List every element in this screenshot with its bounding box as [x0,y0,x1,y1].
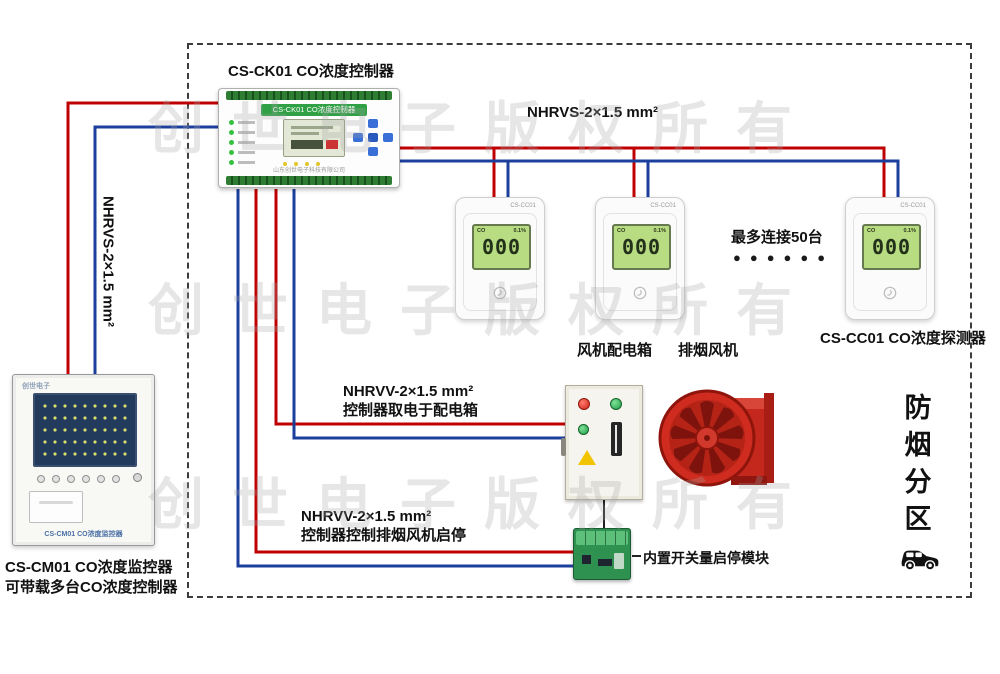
smoke-zone-label: 防烟分区 [904,393,932,534]
lcd-range-label: 0.1% [903,228,916,234]
brand-logo-icon [633,286,647,300]
module-chip [582,555,591,564]
detector-model-text: CS-CC01 [650,203,676,209]
monitor-caption-line1: CS-CM01 CO浓度监控器 [5,559,173,576]
power-cable-caption: NHRVV-2×1.5 mm² 控制器取电于配电箱 [343,382,478,420]
detector-model-text: CS-CC01 [510,203,536,209]
module-pad [614,553,624,569]
controller-lcd [283,119,345,157]
monitor-buttons [37,475,120,483]
control-cable-caption: NHRVV-2×1.5 mm² 控制器控制排烟风机启停 [301,507,466,545]
controller-panel-title: CS-CK01 CO浓度控制器 [261,104,367,116]
indicator-button [578,424,589,435]
terminal-strip-bottom [226,176,392,185]
car-icon [901,550,939,571]
co-monitor-device: 创世电子 CS-CM01 CO浓度监控器 [12,374,155,546]
brand-logo-icon [883,286,897,300]
controller-indicator-leds [229,120,255,170]
wire-red-powerbox [274,189,566,426]
wire-red-left [66,101,218,376]
lcd-gas-label: CO [477,228,486,234]
switch-module [573,528,631,580]
ellipsis-dots: ●●●●●● [733,250,835,265]
wire-red-module [254,189,576,554]
lcd-gas-label: CO [617,228,626,234]
monitor-brand-text: 创世电子 [22,383,50,390]
lcd-value: 000 [621,235,662,259]
start-button [610,398,622,410]
control-cable-line2: 控制器控制排烟风机启停 [301,527,467,544]
monitor-screen [33,393,137,467]
fan-power-box [561,385,643,500]
monitor-led-matrix [40,400,130,460]
warning-triangle-icon [578,450,596,465]
module-terminal-strip [576,531,628,545]
monitor-panel-label: CS-CM01 CO浓度监控器 [44,531,123,538]
monitor-keyhole [133,473,142,482]
power-cable-line2: 控制器取电于配电箱 [343,402,479,419]
controller-nav-buttons [353,119,393,157]
detector-lcd: CO 0.1% 000 [612,224,671,270]
lcd-range-label: 0.1% [653,228,666,234]
cable-label-left: NHRVS-2×1.5 mm² [99,195,117,328]
detector-caption: CS-CC01 CO浓度探测器 [820,330,986,347]
detector-inner-panel: CO 0.1% 000 [603,213,677,311]
detector-inner-panel: CO 0.1% 000 [463,213,537,311]
fan-box-caption: 风机配电箱 [577,342,653,359]
detector-lcd: CO 0.1% 000 [862,224,921,270]
co-controller-device: CS-CK01 CO浓度控制器 山东创世电子科技有限公司 [218,88,400,188]
terminal-strip-top [226,91,392,100]
power-cable-line1: NHRVV-2×1.5 mm² [343,383,474,400]
wire-blue-top-main [400,159,900,199]
detector-inner-panel: CO 0.1% 000 [853,213,927,311]
co-detector-2: CS-CC01 CO 0.1% 000 [595,197,685,320]
module-chip [598,559,612,566]
controller-status-leds [283,162,320,166]
meter-window [611,422,622,456]
brand-logo-icon [493,286,507,300]
wire-blue-powerbox [292,189,566,440]
wire-blue-module [236,189,576,568]
module-caption: 内置开关量启停模块 [643,550,769,566]
co-detector-1: CS-CC01 CO 0.1% 000 [455,197,545,320]
lcd-value: 000 [481,235,522,259]
box-handle [561,438,566,456]
controller-company-text: 山东创世电子科技有限公司 [272,168,345,174]
zone-dashed-border [187,43,972,598]
lcd-range-label: 0.1% [513,228,526,234]
monitor-caption-line2: 可带载多台CO浓度控制器 [5,579,178,596]
detector-model-text: CS-CC01 [900,203,926,209]
co-detector-3: CS-CC01 CO 0.1% 000 [845,197,935,320]
controller-caption: CS-CK01 CO浓度控制器 [228,63,394,80]
fan-caption: 排烟风机 [678,342,739,359]
wire-red-top-main [400,146,886,199]
cable-label-top: NHRVS-2×1.5 mm² [527,104,659,121]
monitor-printer-slot [29,491,83,523]
lcd-value: 000 [871,235,912,259]
control-cable-line1: NHRVV-2×1.5 mm² [301,508,432,525]
wire-blue-left [93,125,218,376]
stop-button [578,398,590,410]
detector-lcd: CO 0.1% 000 [472,224,531,270]
exhaust-fan [658,389,774,487]
lcd-gas-label: CO [867,228,876,234]
max-connect-note: 最多连接50台 [731,229,823,246]
